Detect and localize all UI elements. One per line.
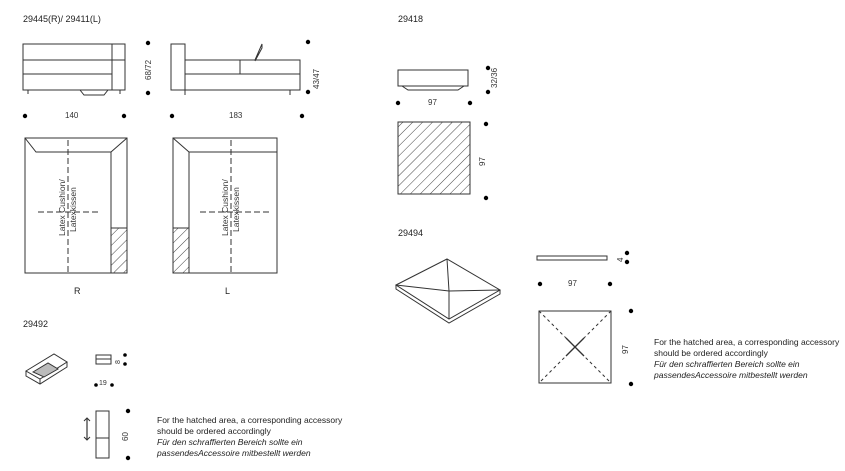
pyramid-height-label: 4 <box>616 257 625 262</box>
small-block-height-label: 8 <box>115 360 122 364</box>
note-pyramid-en: For the hatched area, a corresponding ac… <box>654 337 840 358</box>
square-height-label: 32/36 <box>490 67 499 88</box>
sofa-width-dims <box>22 113 305 119</box>
square-depth-label: 97 <box>478 157 487 166</box>
pyramid-dims <box>537 250 634 387</box>
side-label-left: L <box>225 286 231 296</box>
note-small-block-de: Für den schraffierten Bereich sollte ein… <box>157 437 311 458</box>
note-small-block-en: For the hatched area, a corresponding ac… <box>157 415 343 436</box>
sofa-right-plan <box>24 137 128 274</box>
sofa-right-elevation <box>22 43 126 96</box>
sofa-left-height-label: 43/47 <box>312 68 321 89</box>
kissen-label-left: Latexkissen <box>231 187 241 232</box>
sofa-left-height-dim <box>305 39 311 95</box>
sofa-right-width-label: 140 <box>65 111 79 120</box>
square-block-dims <box>395 65 491 201</box>
small-block-length-label: 60 <box>121 432 130 441</box>
cushion-label-right: Latex Cushion/ <box>57 179 67 236</box>
sofa-pair-code: 29445(R)/ 29411(L) <box>23 14 101 24</box>
note-small-block: For the hatched area, a corresponding ac… <box>157 415 347 459</box>
pyramid-elevation <box>536 255 608 261</box>
square-block-plan <box>397 121 471 195</box>
sofa-left-plan <box>172 137 278 274</box>
kissen-label-right: Latexkissen <box>68 187 78 232</box>
pyramid-width-label: 97 <box>568 279 577 288</box>
sofa-right-height-dim <box>145 40 151 96</box>
pyramid-depth-label: 97 <box>621 345 630 354</box>
pyramid-plan <box>538 310 612 384</box>
cushion-label-left: Latex Cushion/ <box>220 179 230 236</box>
square-width-label: 97 <box>428 98 437 107</box>
small-block-iso <box>25 353 68 385</box>
note-pyramid-de: Für den schraffierten Bereich sollte ein… <box>654 359 808 380</box>
small-block-dims <box>94 353 131 461</box>
pyramid-code: 29494 <box>398 228 424 238</box>
square-block-code: 29418 <box>398 14 424 24</box>
sofa-left-elevation <box>170 43 301 95</box>
small-block-width-label: 19 <box>99 380 107 387</box>
note-pyramid: For the hatched area, a corresponding ac… <box>654 337 844 381</box>
small-block-side <box>83 410 110 459</box>
side-label-right: R <box>74 286 81 296</box>
sofa-left-width-label: 183 <box>229 111 243 120</box>
small-block-code: 29492 <box>23 319 49 329</box>
small-block-front <box>95 354 112 365</box>
sofa-right-height-label: 68/72 <box>144 59 153 80</box>
square-block-elevation <box>397 69 469 91</box>
pyramid-iso <box>394 258 502 324</box>
